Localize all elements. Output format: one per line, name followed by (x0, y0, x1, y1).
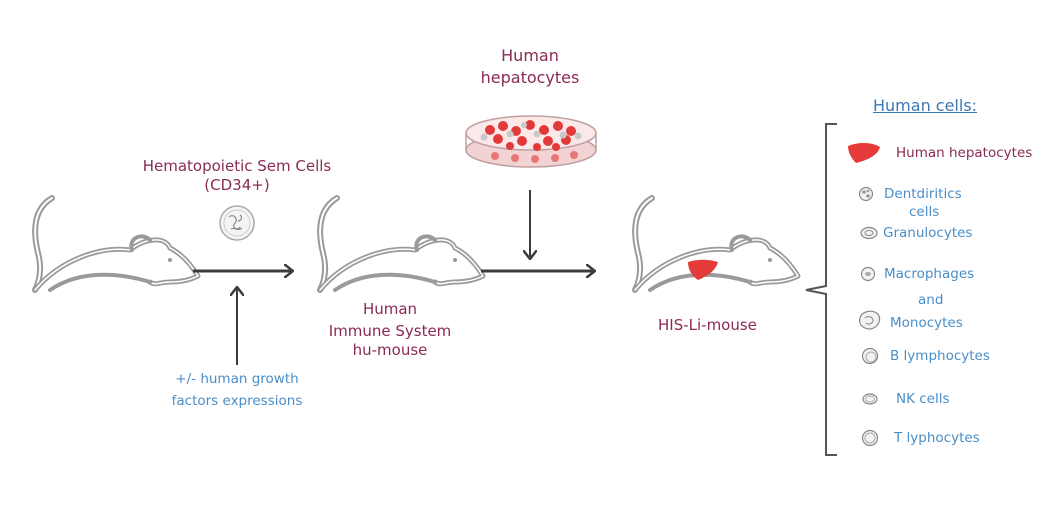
hu-mouse-line-2: Immune System (328, 322, 452, 340)
hsc-label: Hematopoietic Sem Cells (CD34+) (132, 157, 342, 195)
liver-icon (688, 259, 718, 280)
hu-mouse-line-3: hu-mouse (352, 341, 428, 359)
growth-factors-line-2: factors expressions (171, 393, 303, 409)
macrophage-icon (860, 266, 876, 282)
human-cells-heading: Human cells: (873, 96, 978, 115)
hu-mouse-line-1: Human (362, 300, 418, 318)
legend-and: and (918, 292, 944, 308)
growth-factors-label: +/- human growth factors expressions (147, 371, 327, 410)
legend-monocytes: Monocytes (890, 315, 963, 331)
mouse-2-icon (320, 198, 483, 290)
hsc-line-1: Hematopoietic Sem Cells (142, 157, 332, 175)
legend-dendritic-cells: cells (909, 204, 940, 220)
legend-b-lymphocytes: B lymphocytes (890, 348, 990, 364)
legend-granulocytes: Granulocytes (883, 225, 973, 241)
nk-cell-icon (862, 393, 878, 405)
his-li-mouse-label: HIS-Li-mouse (658, 316, 757, 334)
stem-cell-icon (219, 205, 255, 241)
granulocyte-icon (860, 226, 878, 240)
legend-nk-cells: NK cells (896, 391, 950, 407)
t-lymphocyte-icon (861, 429, 879, 447)
monocyte-icon (858, 310, 881, 330)
mouse-3-icon (635, 198, 798, 290)
human-hepatocytes-label: Human hepatocytes (470, 46, 590, 88)
hsc-line-2: (CD34+) (204, 176, 270, 194)
hepatocyte-liver-icon (848, 143, 880, 163)
legend-human-hepatocytes: Human hepatocytes (896, 145, 1033, 161)
dendritic-cell-icon (858, 186, 874, 202)
petri-dish-icon (465, 115, 597, 168)
legend-t-lymphocytes: T lyphocytes (894, 430, 980, 446)
hu-mouse-label: Human Immune System hu-mouse (318, 300, 462, 360)
legend-dendritic: Dentdiritics (884, 186, 962, 202)
human-hepatocytes-line-2: hepatocytes (480, 68, 580, 87)
growth-factors-line-1: +/- human growth (175, 371, 299, 387)
bracket (805, 123, 837, 456)
human-hepatocytes-line-1: Human (501, 46, 559, 65)
legend-macrophages: Macrophages (884, 266, 975, 282)
mouse-1-icon (35, 198, 198, 290)
b-lymphocyte-icon (861, 347, 879, 365)
